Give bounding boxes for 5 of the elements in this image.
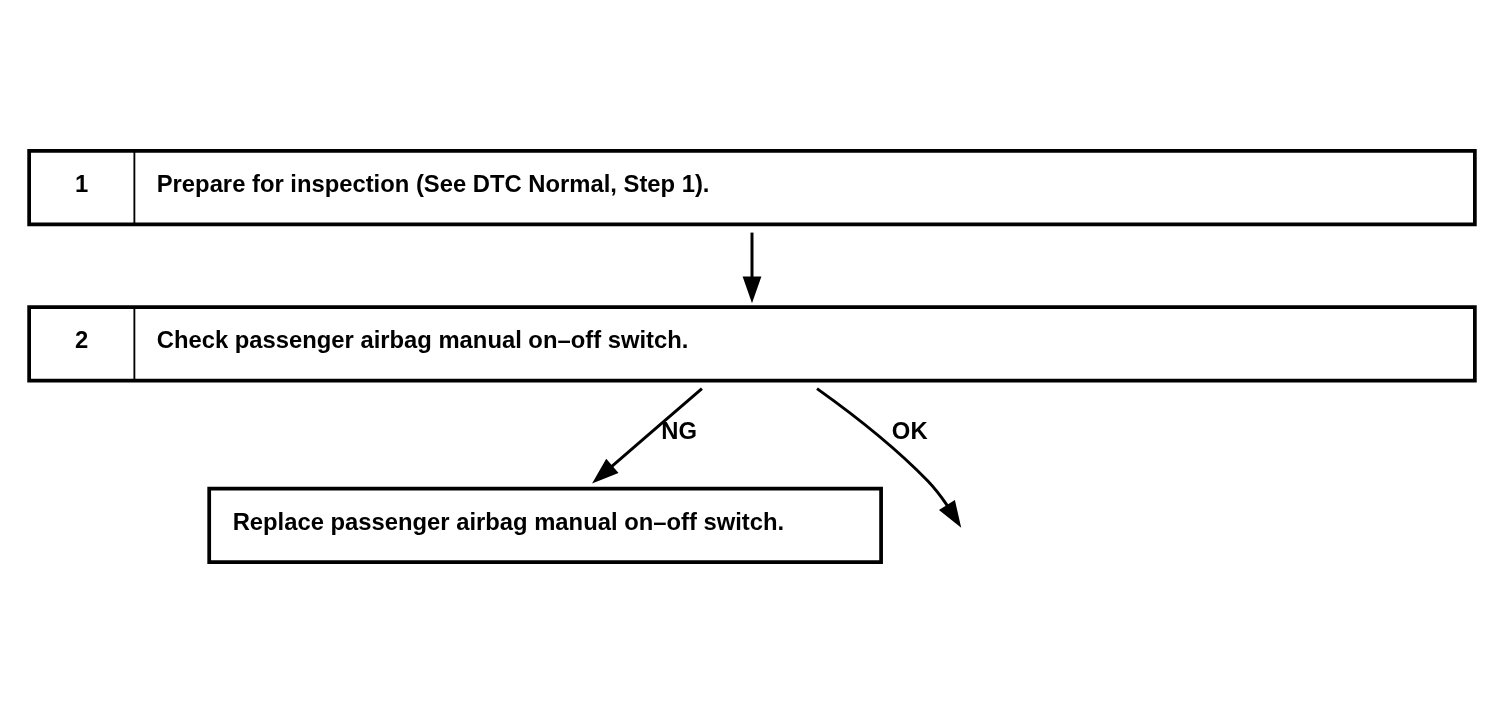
arrow xyxy=(592,386,703,483)
arrow xyxy=(742,232,762,303)
edge-label: NG xyxy=(661,416,697,444)
arrow xyxy=(816,386,962,528)
edge-label: OK xyxy=(891,416,928,444)
